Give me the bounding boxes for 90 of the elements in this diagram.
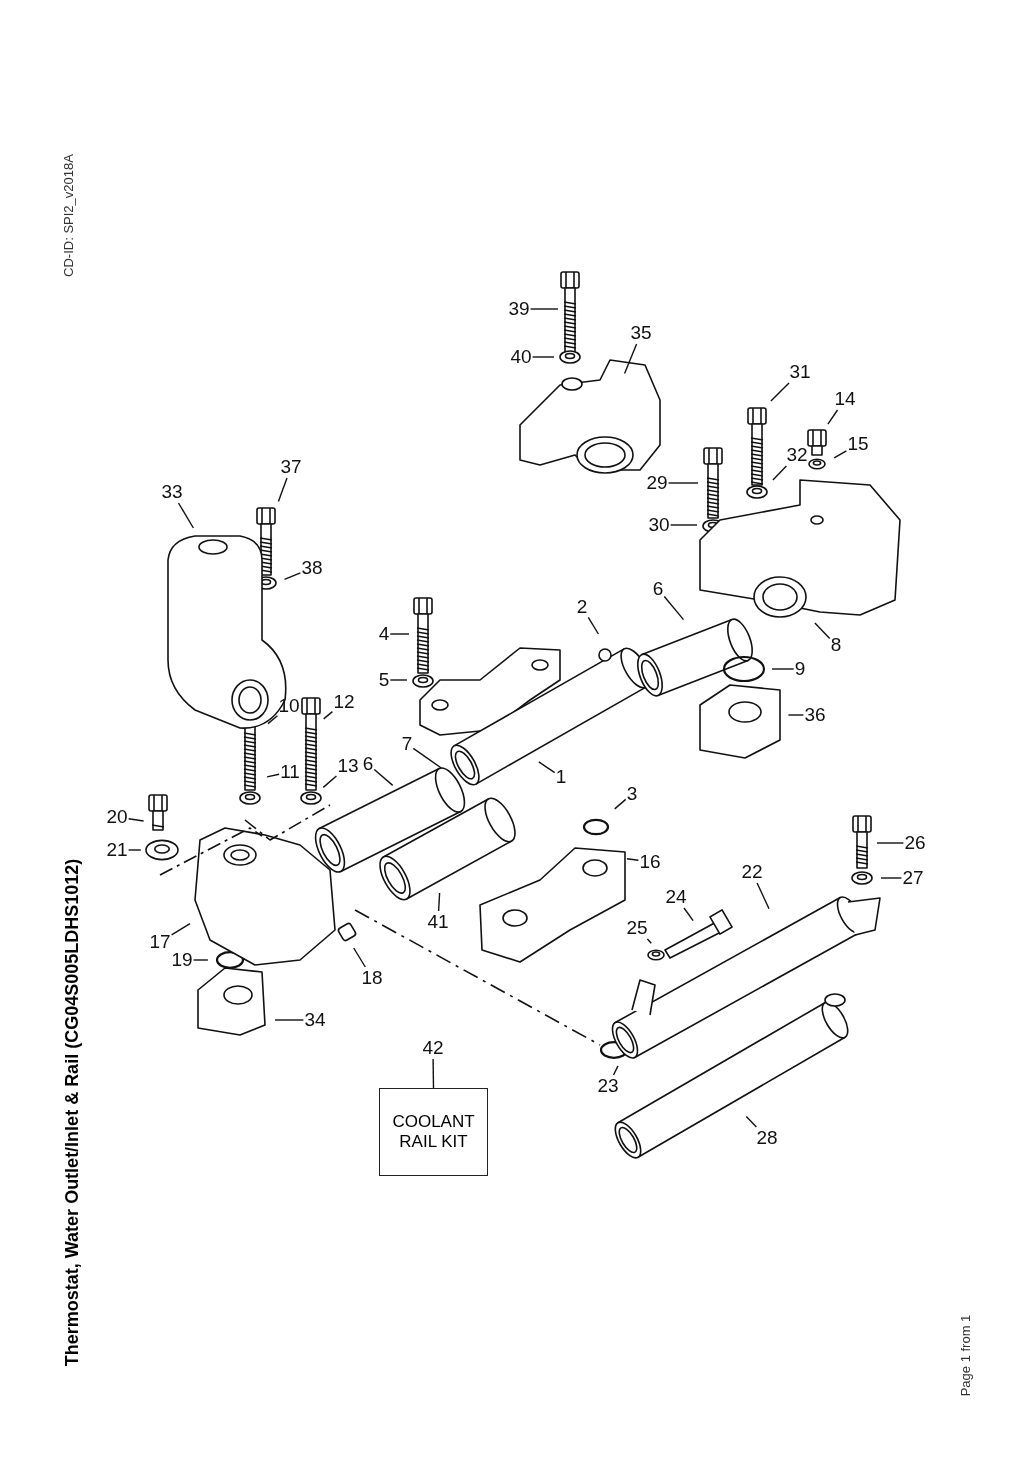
leader-line [412,747,442,769]
callout-number: 11 [280,762,300,782]
leader-line [353,947,366,968]
leader-line [267,715,279,725]
callout-number: 35 [630,323,652,343]
callout-number: 38 [301,558,323,578]
leader-line [437,892,441,912]
leader-line [170,923,191,936]
callout-number: 31 [789,362,811,382]
callout-number: 6 [362,754,374,774]
callout-number: 16 [639,852,661,872]
leader-line [663,595,685,621]
leader-line [880,877,903,879]
callout-number: 6 [652,579,664,599]
callout-number: 4 [378,624,390,644]
callout-number: 5 [378,670,390,690]
callout-number: 9 [794,659,806,679]
leader-line [192,959,209,961]
callout-number: 27 [902,868,924,888]
leader-line [274,1019,305,1021]
callout-number: 23 [597,1076,619,1096]
leader-line [787,714,805,716]
leader-line [127,818,145,822]
leader-line [814,622,831,640]
callout-number: 32 [786,445,808,465]
callout-number: 2 [576,597,588,617]
callout-number: 25 [626,918,648,938]
leader-line [876,842,905,844]
callout-number: 20 [106,807,128,827]
callout-number: 3 [626,784,638,804]
callout-number: 30 [648,515,670,535]
leader-line [529,308,559,310]
leader-line [745,1115,758,1128]
leader-line [266,773,280,778]
callout-number: 41 [427,912,449,932]
callout-number: 17 [149,932,171,952]
title: Thermostat, Water Outlet/Inlet & Rail (CG04S005LDHS1012) [61,858,83,1366]
leader-line [614,798,627,810]
leader-line [177,502,195,529]
leader-line [587,616,600,635]
leader-line [389,679,408,681]
leader-line [770,382,790,402]
callout-number: 29 [646,473,668,493]
leader-line [833,450,848,459]
callout-number: 12 [333,692,355,712]
callout-number: 33 [161,482,183,502]
leader-line [771,668,795,670]
leader-line [612,1065,619,1076]
leader-line [683,907,694,922]
callout-number: 13 [337,756,359,776]
callout-number: 19 [171,950,193,970]
callout-number: 10 [278,696,300,716]
callout-number: 36 [804,705,826,725]
kit-label-box: COOLANT RAIL KIT [379,1088,488,1176]
leader-line [277,477,288,503]
leader-line [669,524,698,526]
callout-number: 22 [741,862,763,882]
callout-number: 21 [106,840,128,860]
leader-line [283,572,302,580]
leader-line [626,858,640,861]
leader-line [432,1058,435,1089]
callout-number: 37 [280,457,302,477]
document-id: CD-ID: SPI2_v2018A [60,153,76,277]
callout-number: 15 [847,434,869,454]
leader-line [538,761,556,774]
leader-line [623,343,638,375]
leader-line [827,409,839,425]
callout-number: 24 [665,887,687,907]
leader-line [531,356,555,358]
callout-number: 14 [834,389,856,409]
callout-number: 42 [422,1038,444,1058]
leader-line [322,775,338,789]
leader-line [323,710,334,720]
callout-number: 26 [904,833,926,853]
leader-line [756,882,770,910]
callout-number: 8 [830,635,842,655]
leader-line [373,768,394,787]
callout-number: 34 [304,1010,326,1030]
leader-line [389,633,410,635]
callout-number: 7 [401,734,413,754]
leader-line [646,938,652,944]
leader-line [667,482,699,484]
page-number: Page 1 from 1 [958,1314,974,1396]
callout-number: 39 [508,299,530,319]
callout-number: 18 [361,968,383,988]
callout-number: 1 [555,767,567,787]
callout-number: 40 [510,347,532,367]
leader-line [772,465,788,481]
leader-line [127,849,142,851]
callout-number: 28 [756,1128,778,1148]
